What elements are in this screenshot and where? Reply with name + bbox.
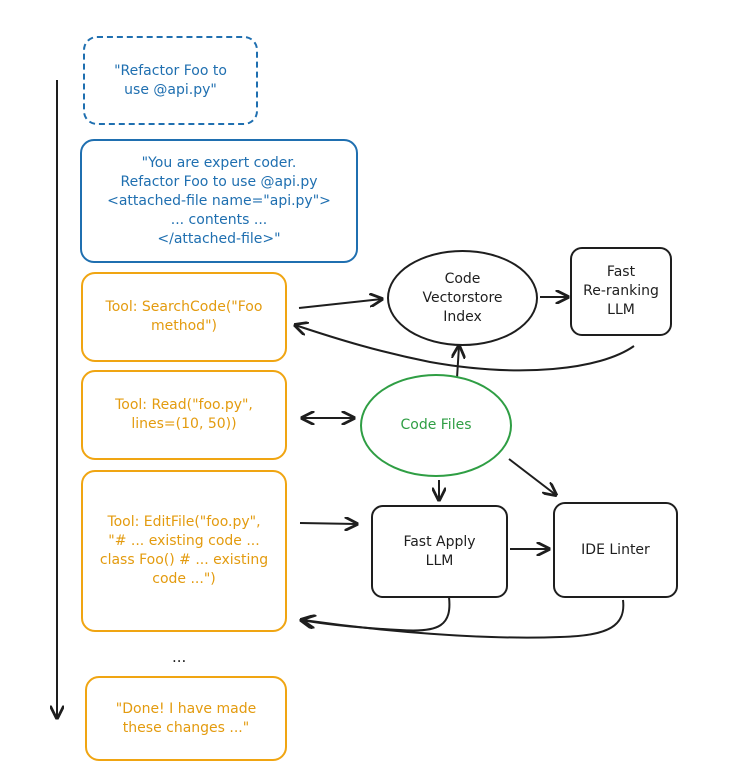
reranker-to-search-arrow: [295, 325, 635, 372]
search-to-vectorstore-arrow: [298, 299, 382, 309]
ellipsis-text: ...: [172, 648, 187, 666]
reranker-node: Fast Re-ranking LLM: [570, 247, 672, 336]
search-code-tool-box: Tool: SearchCode("Foo method"): [81, 272, 287, 362]
system-message-box: "You are expert coder. Refactor Foo to u…: [80, 139, 358, 263]
fastapply-to-edit-arrow: [301, 596, 451, 632]
codefiles-to-vectorstore-arrow: [457, 346, 459, 379]
vectorstore-node: Code Vectorstore Index: [387, 250, 538, 346]
read-tool-box: Tool: Read("foo.py", lines=(10, 50)): [81, 370, 287, 460]
fast-apply-node: Fast Apply LLM: [371, 505, 508, 598]
user-prompt-box: "Refactor Foo to use @api.py": [83, 36, 258, 125]
code-files-node: Code Files: [360, 374, 512, 477]
done-message-box: "Done! I have made these changes ...": [85, 676, 287, 761]
edit-file-tool-box: Tool: EditFile("foo.py", "# ... existing…: [81, 470, 287, 632]
edit-to-fastapply-arrow: [299, 523, 357, 524]
codefiles-to-linter-arrow: [508, 458, 556, 495]
ide-linter-node: IDE Linter: [553, 502, 678, 598]
linter-to-edit-arrow: [303, 599, 625, 639]
